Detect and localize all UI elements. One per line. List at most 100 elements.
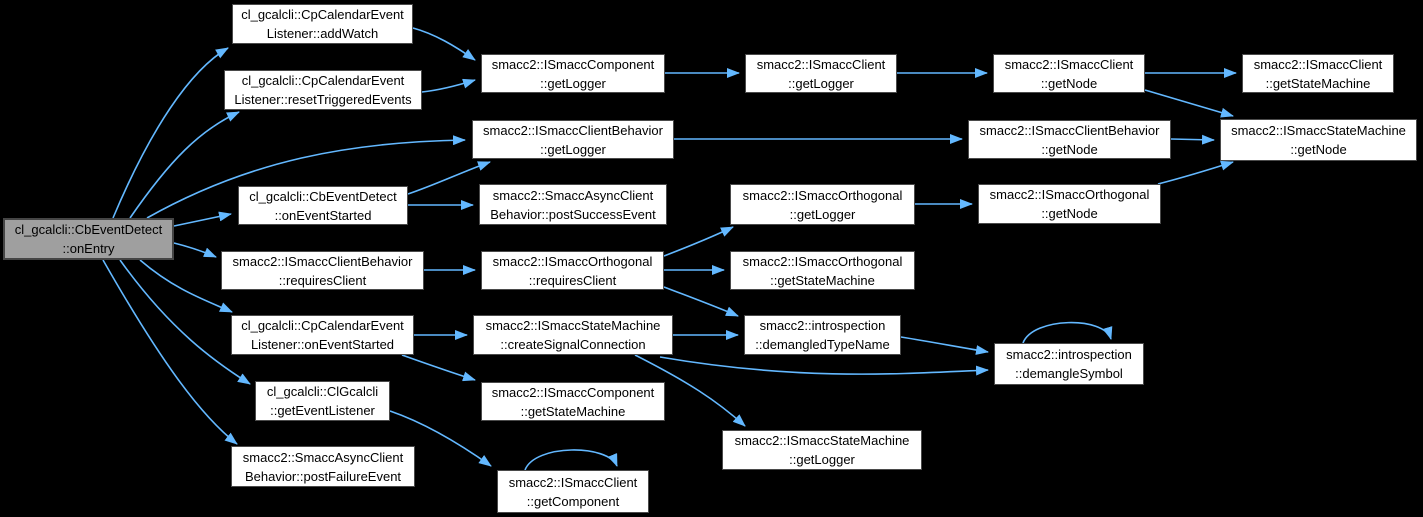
graph-node-onEntry[interactable]: cl_gcalcli::CbEventDetect::onEntry	[3, 218, 174, 260]
graph-node-label-line: ::onEntry	[62, 241, 115, 256]
graph-node-orthogonalRequiresClient[interactable]: smacc2::ISmaccOrthogonal::requiresClient	[481, 251, 664, 290]
edge-clientGetComponent-to-clientGetComponent	[524, 449, 618, 471]
graph-node-label-line: smacc2::ISmaccClient	[508, 474, 638, 490]
graph-node-clientGetNode[interactable]: smacc2::ISmaccClient::getNode	[993, 54, 1145, 93]
graph-node-label-line: cl_gcalcli::CbEventDetect	[14, 222, 163, 237]
edge-orthogonalRequiresClient-to-demangledTypeName	[663, 286, 739, 317]
edge-onEntry-to-clientBehaviorRequiresClient	[173, 242, 217, 258]
graph-node-label-line: ::getEventListener	[270, 403, 375, 418]
graph-node-stateMachineGetLogger[interactable]: smacc2::ISmaccStateMachine::getLogger	[722, 430, 922, 470]
edge-onEntry-to-clientBehaviorGetLogger	[146, 135, 466, 219]
graph-node-label-line: ::getNode	[1041, 141, 1098, 157]
graph-node-label-line: ::getNode	[1290, 142, 1347, 157]
graph-node-label-line: cl_gcalcli::ClGcalcli	[266, 384, 379, 399]
graph-node-label-line: smacc2::ISmaccOrthogonal	[742, 187, 903, 203]
graph-node-demangledTypeName[interactable]: smacc2::introspection::demangledTypeName	[744, 315, 901, 355]
edge-clientBehaviorGetNode-to-stateMachineGetNode	[1170, 134, 1215, 145]
graph-node-label-line: cl_gcalcli::CbEventDetect	[249, 188, 397, 204]
graph-node-label-line: smacc2::ISmaccClient	[756, 56, 886, 72]
edges-group	[102, 27, 1237, 471]
graph-node-label-line: smacc2::ISmaccOrthogonal	[492, 253, 653, 269]
edge-onEntry-to-getEventListener	[119, 259, 251, 385]
graph-node-label-line: ::createSignalConnection	[500, 337, 646, 352]
graph-node-orthogonalGetLogger[interactable]: smacc2::ISmaccOrthogonal::getLogger	[730, 184, 915, 225]
edge-createSignalConnection-to-stateMachineGetLogger	[634, 354, 746, 427]
graph-node-clientGetLogger[interactable]: smacc2::ISmaccClient::getLogger	[745, 54, 897, 93]
graph-node-label-line: smacc2::ISmaccStateMachine	[734, 433, 910, 448]
graph-node-createSignalConnection[interactable]: smacc2::ISmaccStateMachine::createSignal…	[473, 315, 673, 355]
graph-node-label-line: ::getLogger	[540, 75, 606, 91]
graph-node-label-line: cl_gcalcli::CpCalendarEvent	[241, 73, 405, 88]
edge-clientGetNode-to-stateMachineGetNode	[1144, 89, 1234, 118]
graph-node-clientGetStateMachine[interactable]: smacc2::ISmaccClient::getStateMachine	[1242, 54, 1394, 93]
graph-node-label-line: ::requiresClient	[278, 272, 367, 288]
edge-cbOnEventStarted-to-clientBehaviorGetLogger	[407, 161, 491, 195]
graph-node-demangleSymbol[interactable]: smacc2::introspection::demangleSymbol	[994, 343, 1144, 385]
graph-node-clientBehaviorGetLogger[interactable]: smacc2::ISmaccClientBehavior::getLogger	[472, 120, 674, 159]
edge-demangleSymbol-to-demangleSymbol	[1022, 321, 1113, 344]
graph-node-label-line: Listener::onEventStarted	[250, 337, 395, 352]
edge-getEventListener-to-clientGetComponent	[389, 410, 492, 467]
graph-node-orthogonalGetNode[interactable]: smacc2::ISmaccOrthogonal::getNode	[978, 184, 1161, 224]
edge-onEntry-to-resetTriggeredEvents	[129, 111, 240, 219]
graph-node-stateMachineGetNode[interactable]: smacc2::ISmaccStateMachine::getNode	[1220, 119, 1417, 161]
graph-node-componentGetStateMachine[interactable]: smacc2::ISmaccComponent::getStateMachine	[481, 382, 665, 421]
graph-node-clientGetComponent[interactable]: smacc2::ISmaccClient::getComponent	[497, 470, 649, 513]
graph-node-label-line: ::demangledTypeName	[755, 337, 890, 352]
graph-node-label-line: Behavior::postFailureEvent	[244, 468, 402, 484]
graph-node-label-line: ::getStateMachine	[1265, 75, 1371, 91]
edge-resetTriggeredEvents-to-componentGetLogger	[421, 78, 476, 93]
graph-node-label-line: cl_gcalcli::CpCalendarEvent	[241, 7, 404, 22]
graph-node-label-line: smacc2::ISmaccStateMachine	[1231, 123, 1406, 138]
graph-node-label-line: smacc2::ISmaccOrthogonal	[989, 187, 1150, 202]
graph-node-label-line: smacc2::ISmaccClient	[1253, 56, 1383, 72]
graph-node-label-line: smacc2::ISmaccClientBehavior	[979, 122, 1160, 138]
graph-node-label-line: cl_gcalcli::CpCalendarEvent	[241, 318, 404, 333]
graph-node-clientBehaviorRequiresClient[interactable]: smacc2::ISmaccClientBehavior::requiresCl…	[221, 251, 424, 290]
graph-node-label-line: smacc2::ISmaccComponent	[491, 56, 655, 72]
graph-node-orthogonalGetStateMachine[interactable]: smacc2::ISmaccOrthogonal::getStateMachin…	[730, 251, 915, 290]
graph-node-label-line: smacc2::SmaccAsyncClient	[242, 449, 404, 465]
graph-node-label-line: smacc2::ISmaccOrthogonal	[742, 253, 903, 269]
graph-node-label-line: smacc2::ISmaccComponent	[491, 384, 655, 400]
graph-node-componentGetLogger[interactable]: smacc2::ISmaccComponent::getLogger	[481, 54, 665, 93]
graph-node-clientBehaviorGetNode[interactable]: smacc2::ISmaccClientBehavior::getNode	[968, 120, 1171, 159]
graph-node-label-line: smacc2::introspection	[1006, 347, 1132, 362]
graph-node-label-line: Listener::addWatch	[266, 26, 379, 41]
graph-node-label-line: ::getLogger	[789, 206, 856, 222]
graph-node-label-line: ::getNode	[1041, 206, 1098, 221]
edge-demangledTypeName-to-demangleSymbol	[900, 336, 989, 355]
graph-node-label-line: Listener::resetTriggeredEvents	[234, 92, 412, 107]
graph-node-label-line: ::getLogger	[540, 141, 606, 157]
graph-node-label-line: smacc2::ISmaccClientBehavior	[232, 253, 413, 269]
graph-node-label-line: ::getLogger	[789, 452, 855, 467]
graph-node-cbOnEventStarted[interactable]: cl_gcalcli::CbEventDetect::onEventStarte…	[238, 186, 408, 225]
graph-node-label-line: smacc2::ISmaccClient	[1004, 56, 1134, 72]
edge-onEntry-to-postFailureEvent	[102, 259, 238, 445]
graph-node-label-line: ::getLogger	[788, 75, 854, 91]
graph-node-label-line: ::getStateMachine	[770, 272, 875, 288]
graph-node-label-line: smacc2::ISmaccStateMachine	[485, 318, 661, 333]
graph-node-label-line: ::getNode	[1040, 75, 1098, 91]
graph-node-label-line: smacc2::introspection	[759, 318, 886, 333]
graph-node-label-line: ::requiresClient	[528, 272, 617, 288]
edge-onEntry-to-cbOnEventStarted	[173, 211, 232, 227]
graph-node-getEventListener[interactable]: cl_gcalcli::ClGcalcli::getEventListener	[255, 381, 390, 421]
edge-onEntry-to-addWatch	[112, 47, 229, 219]
edge-onEntry-to-cpOnEventStarted	[139, 259, 233, 313]
edge-orthogonalRequiresClient-to-orthogonalGetLogger	[663, 226, 734, 257]
edge-createSignalConnection-to-demangleSymbol	[659, 356, 989, 376]
edge-orthogonalGetNode-to-stateMachineGetNode	[1157, 160, 1234, 185]
edge-cpOnEventStarted-to-componentGetStateMachine	[401, 354, 476, 382]
edge-addWatch-to-componentGetLogger	[412, 27, 476, 61]
graph-node-label-line: Behavior::postSuccessEvent	[490, 206, 656, 222]
graph-node-label-line: smacc2::ISmaccClientBehavior	[483, 122, 663, 138]
graph-node-label-line: ::onEventStarted	[274, 207, 372, 223]
